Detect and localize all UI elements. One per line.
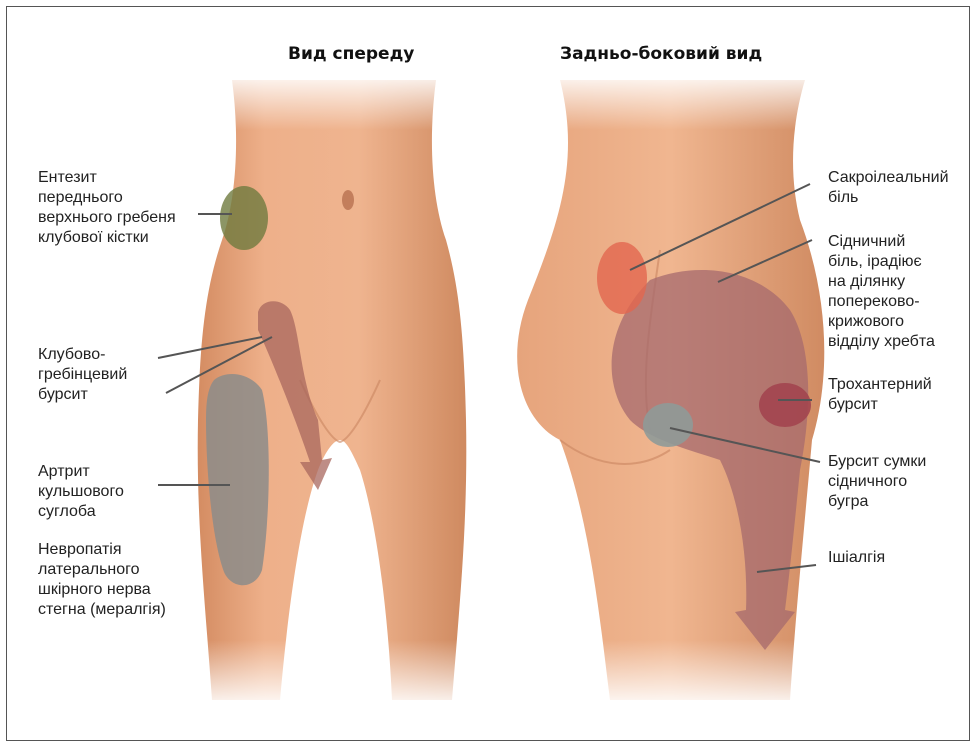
sciatica-label: Ішіалгія xyxy=(828,548,885,568)
front-view-title: Вид спереду xyxy=(288,44,414,64)
ischial-bursitis-zone xyxy=(643,403,693,447)
trochanteric-bursitis-zone xyxy=(759,383,811,427)
sacroiliac-pain-zone xyxy=(597,242,647,314)
asis-enthesitis-zone xyxy=(220,186,268,250)
back-view-title: Задньо-боковий вид xyxy=(560,44,762,64)
